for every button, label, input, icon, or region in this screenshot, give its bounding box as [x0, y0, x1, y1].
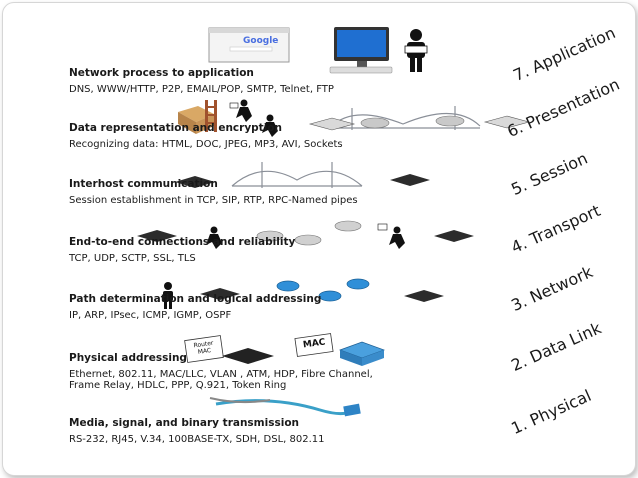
- layer-protocols: DNS, WWW/HTTP, P2P, EMAIL/POP, SMTP, Tel…: [69, 84, 334, 95]
- router-icon: [308, 115, 531, 131]
- layer-protocols: RS-232, RJ45, V.34, 100BASE-TX, SDH, DSL…: [69, 434, 325, 445]
- running-courier-icon: [206, 223, 405, 249]
- wireless-router-icon: [222, 348, 274, 364]
- ladder-icon: [205, 100, 217, 132]
- layer-protocols: TCP, UDP, SCTP, SSL, TLS: [69, 253, 196, 264]
- user-person-icon: [404, 29, 428, 72]
- user-person-icon: [163, 282, 173, 309]
- suspension-bridge-icon: [231, 162, 363, 188]
- layer-protocols-line: Frame Relay, HDLC, PPP, Q.921, Token Rin…: [69, 380, 287, 391]
- layer-protocols: IP, ARP, IPsec, ICMP, IGMP, OSPF: [69, 310, 232, 321]
- layer-protocols: Session establishment in TCP, SIP, RTP, …: [69, 195, 358, 206]
- layer-title: Path determination and logical addressin…: [69, 293, 322, 305]
- router-icon: [175, 174, 430, 188]
- switch-disc-icon: [360, 115, 465, 129]
- layer-title: Media, signal, and binary transmission: [69, 417, 300, 429]
- router-icon: [137, 230, 474, 242]
- layer-title: Network process to application: [69, 67, 254, 79]
- running-courier-icon: [229, 99, 278, 137]
- mac-tag-icon: [294, 333, 334, 357]
- layer-protocols-line: Ethernet, 802.11, MAC/LLC, VLAN , ATM, H…: [69, 369, 373, 380]
- switch-disc-icon: [256, 220, 362, 246]
- layer-title: End-to-end connections and reliability: [69, 236, 296, 248]
- ethernet-cable-icon: [209, 397, 361, 417]
- network-router-icon: [276, 278, 370, 302]
- layer-title: Interhost communication: [69, 178, 218, 190]
- network-switch-icon: [338, 341, 386, 366]
- google-logo-text: Google: [243, 36, 279, 46]
- layer-protocols: Recognizing data: HTML, DOC, JPEG, MP3, …: [69, 139, 343, 150]
- browser-window-icon: [208, 27, 290, 63]
- wireless-router-icon: [200, 288, 444, 302]
- layer-title: Physical addressing: [69, 352, 187, 364]
- desktop-computer-icon: [329, 27, 393, 74]
- layer-title: Data representation and encryption: [69, 122, 282, 134]
- router-mac-tag-icon: [184, 335, 224, 363]
